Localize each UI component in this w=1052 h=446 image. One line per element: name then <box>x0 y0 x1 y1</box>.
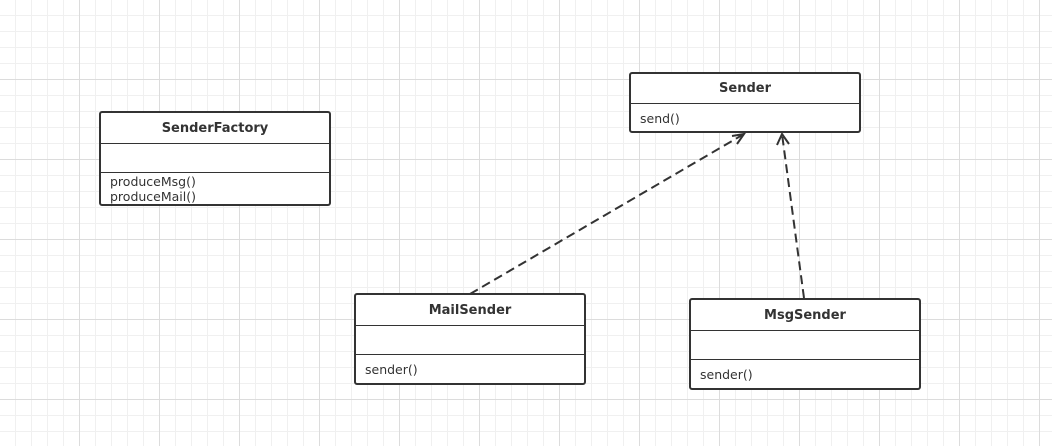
operations-compartment: send() <box>631 104 859 126</box>
realization-msgsender-to-sender[interactable] <box>776 131 805 299</box>
class-sender[interactable]: Sender send() <box>629 72 861 133</box>
class-msg-sender[interactable]: MsgSender sender() <box>689 298 921 390</box>
operation-item: produceMail() <box>110 189 197 204</box>
class-name: Sender <box>631 74 859 104</box>
operation-item: send() <box>640 111 680 126</box>
operation-item: sender() <box>365 362 418 377</box>
dashed-line <box>781 133 805 299</box>
attributes-compartment <box>356 326 584 355</box>
class-sender-factory[interactable]: SenderFactory produceMsg() produceMail() <box>99 111 331 206</box>
open-arrowhead-icon <box>731 132 747 145</box>
operations-compartment: sender() <box>691 360 919 382</box>
class-mail-sender[interactable]: MailSender sender() <box>354 293 586 385</box>
operation-item: sender() <box>700 367 753 382</box>
operations-compartment: sender() <box>356 355 584 377</box>
class-name: SenderFactory <box>101 113 329 144</box>
attributes-compartment <box>691 331 919 360</box>
class-name: MailSender <box>356 295 584 326</box>
operation-item: produceMsg() <box>110 174 196 189</box>
realization-mailsender-to-sender[interactable] <box>469 132 747 295</box>
open-arrowhead-icon <box>776 131 790 146</box>
class-name: MsgSender <box>691 300 919 331</box>
operations-compartment: produceMsg() produceMail() <box>101 173 329 204</box>
attributes-compartment <box>101 144 329 173</box>
dashed-line <box>469 133 745 295</box>
